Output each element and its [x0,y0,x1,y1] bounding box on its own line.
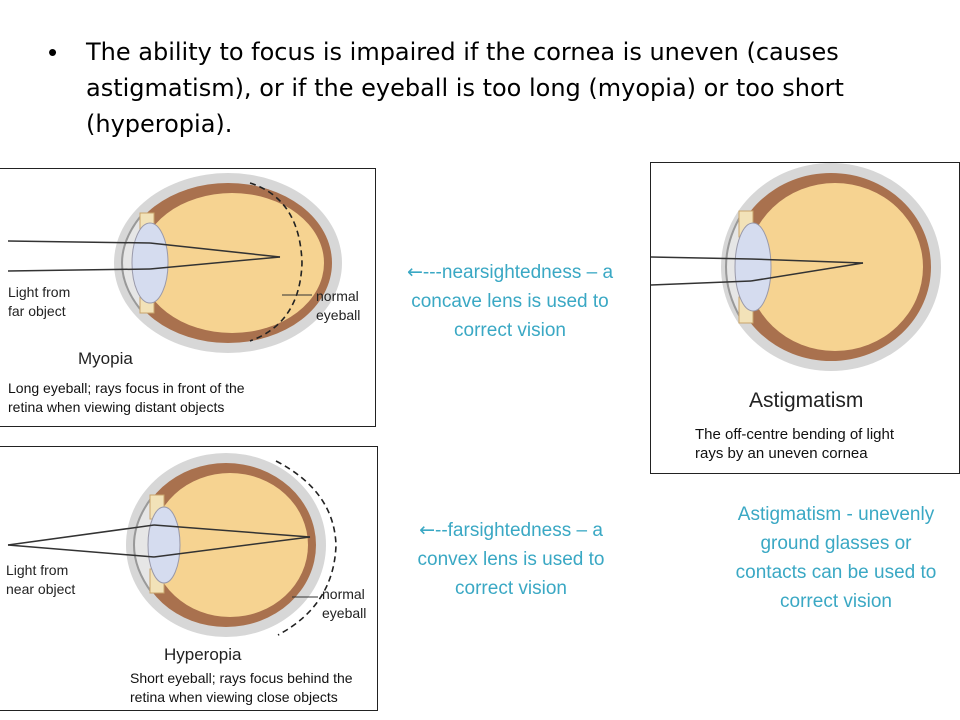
astigmatism-note: Astigmatism - unevenly ground glasses or… [735,504,937,612]
myopia-light-label: Light from far object [8,284,71,319]
astigmatism-diagram: Astigmatism The off-centre bending of li… [650,162,960,474]
nearsightedness-text: ---nearsightedness – a concave lens is u… [411,262,614,341]
left-arrow-icon: ← [406,261,423,283]
farsightedness-text: --farsightedness – a convex lens is used… [417,520,605,599]
left-arrow-icon: ← [419,519,435,541]
hyperopia-eye-illustration [7,453,337,637]
nearsightedness-note: ←---nearsightedness – a concave lens is … [392,258,628,345]
hyperopia-title: Hyperopia [164,645,242,664]
hyperopia-light-label: Light from near object [6,562,76,597]
farsightedness-note: ←--farsightedness – a convex lens is use… [388,516,634,603]
bullet-text: The ability to focus is impaired if the … [86,38,844,138]
myopia-caption: Long eyeball; rays focus in front of the… [8,380,245,415]
astigmatism-caption: The off-centre bending of light rays by … [695,426,895,462]
hyperopia-caption: Short eyeball; rays focus behind the ret… [130,670,353,705]
bullet-dot: • [48,37,58,67]
hyperopia-diagram: Light from near object normal eyeball Hy… [0,446,378,711]
astigmatism-title: Astigmatism [749,389,864,412]
myopia-diagram: Light from far object normal eyeball Myo… [0,168,376,427]
hyperopia-normal-label: normal eyeball [322,586,367,621]
myopia-eye-illustration [7,173,342,353]
myopia-title: Myopia [78,349,133,368]
astigmatism-eye-illustration [651,163,941,371]
myopia-normal-label: normal eyeball [316,288,361,323]
